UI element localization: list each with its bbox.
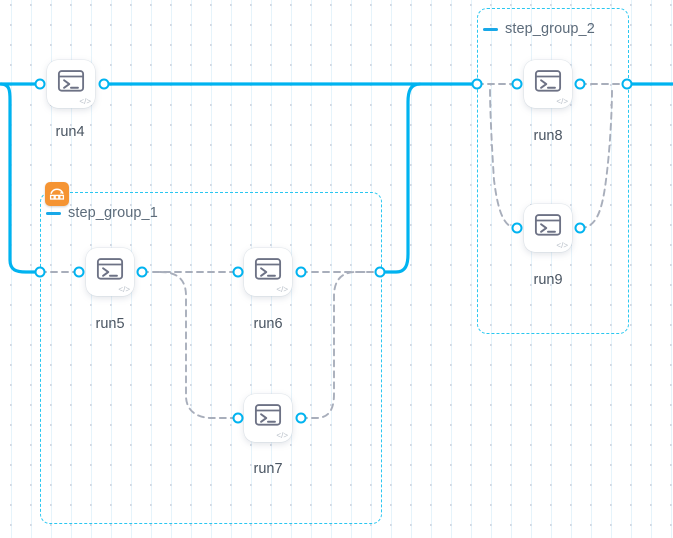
port-run4-out[interactable] — [98, 78, 110, 90]
port-run7-out[interactable] — [295, 412, 307, 424]
group-title-step_group_1: step_group_1 — [68, 205, 158, 221]
port-run9-out[interactable] — [574, 222, 586, 234]
terminal-icon — [533, 67, 563, 102]
parallel-group-icon[interactable] — [45, 182, 69, 206]
node-run6[interactable]: </> — [244, 248, 292, 296]
group-box-step_group_2[interactable] — [477, 8, 629, 334]
terminal-icon — [253, 401, 283, 436]
terminal-icon — [533, 211, 563, 246]
terminal-icon — [56, 67, 86, 102]
node-label-run7: run7 — [253, 461, 283, 477]
port-run8-out[interactable] — [574, 78, 586, 90]
port-run4-in[interactable] — [34, 78, 46, 90]
port-run8-in[interactable] — [511, 78, 523, 90]
port-run6-out[interactable] — [295, 266, 307, 278]
node-label-run8: run8 — [533, 128, 563, 144]
node-label-run5: run5 — [95, 316, 125, 332]
node-run7[interactable]: </> — [244, 394, 292, 442]
edge-entry-branch-down[interactable] — [0, 82, 42, 274]
group-header-step_group_2[interactable]: step_group_2 — [483, 21, 595, 37]
node-label-run9: run9 — [533, 272, 563, 288]
code-snippet-icon: </> — [556, 97, 568, 106]
port-run7-in[interactable] — [232, 412, 244, 424]
port-group2-out[interactable] — [621, 78, 633, 90]
node-label-run4: run4 — [55, 124, 85, 140]
edge-group1-out-up[interactable] — [378, 82, 422, 274]
minus-icon[interactable] — [483, 27, 498, 31]
terminal-icon — [95, 255, 125, 290]
port-group2-in[interactable] — [471, 78, 483, 90]
port-run6-in[interactable] — [232, 266, 244, 278]
node-run4[interactable]: </> — [47, 60, 95, 108]
node-run9[interactable]: </> — [524, 204, 572, 252]
group-header-step_group_1[interactable]: step_group_1 — [46, 205, 158, 221]
code-snippet-icon: </> — [118, 285, 130, 294]
port-group1-in[interactable] — [34, 266, 46, 278]
node-run5[interactable]: </> — [86, 248, 134, 296]
terminal-icon — [253, 255, 283, 290]
code-snippet-icon: </> — [276, 431, 288, 440]
code-snippet-icon: </> — [276, 285, 288, 294]
port-run5-out[interactable] — [136, 266, 148, 278]
port-run5-in[interactable] — [73, 266, 85, 278]
port-group1-out[interactable] — [374, 266, 386, 278]
group-title-step_group_2: step_group_2 — [505, 21, 595, 37]
node-label-run6: run6 — [253, 316, 283, 332]
group-box-step_group_1[interactable] — [40, 192, 382, 524]
port-run9-in[interactable] — [511, 222, 523, 234]
code-snippet-icon: </> — [556, 241, 568, 250]
minus-icon[interactable] — [46, 211, 61, 215]
node-run8[interactable]: </> — [524, 60, 572, 108]
code-snippet-icon: </> — [79, 97, 91, 106]
